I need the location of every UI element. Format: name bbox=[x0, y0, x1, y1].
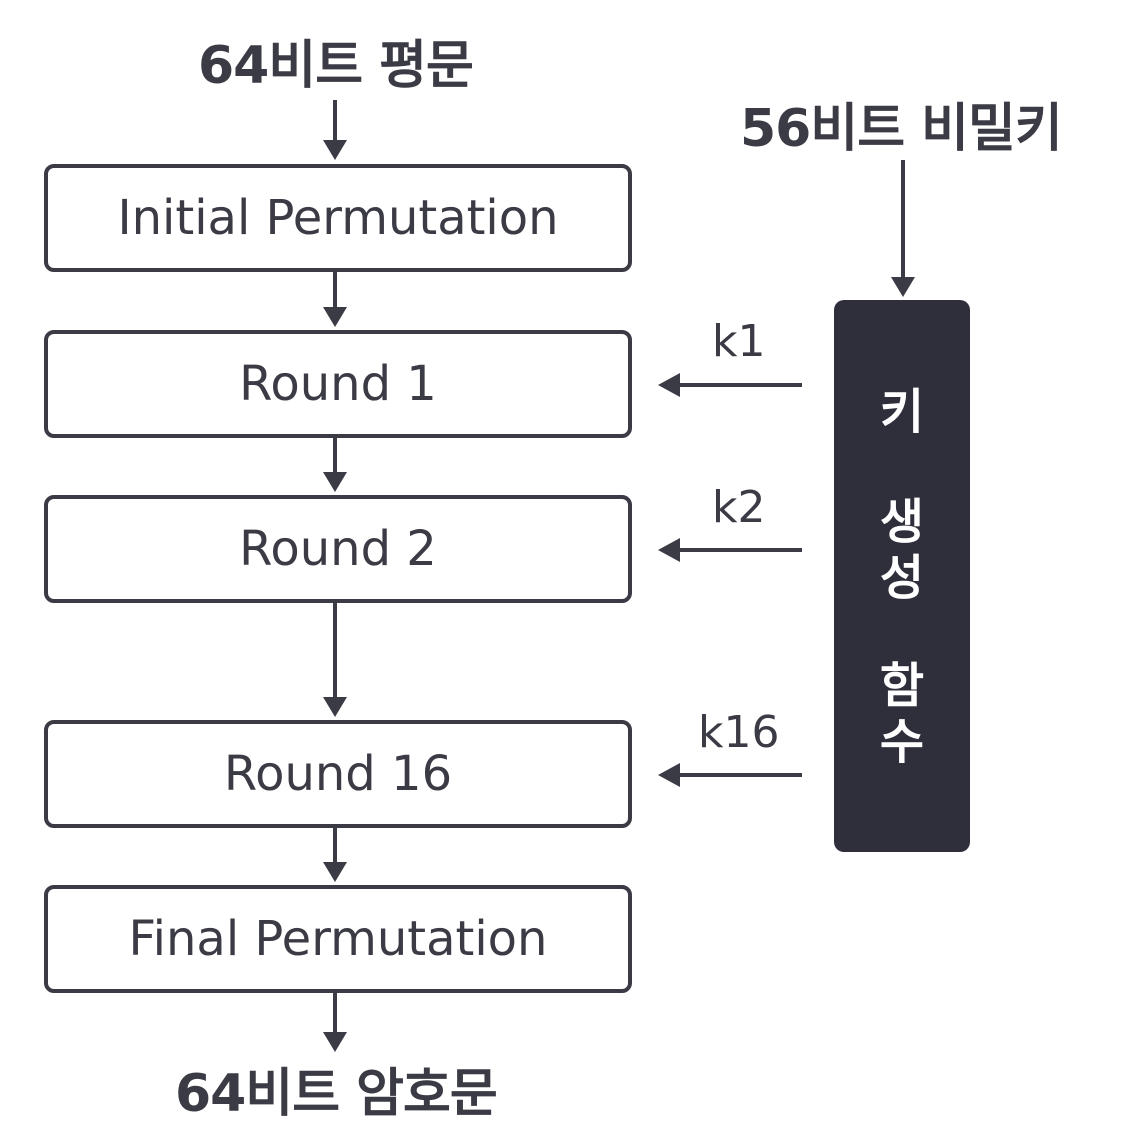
initial-permutation-label: Initial Permutation bbox=[117, 190, 559, 246]
subkey-k1-label: k1 bbox=[712, 316, 766, 367]
key-function-char: 생 bbox=[879, 494, 925, 550]
key-function-char: 함 bbox=[879, 658, 925, 714]
arrowhead bbox=[658, 538, 680, 562]
initial-permutation-box: Initial Permutation bbox=[44, 164, 632, 272]
final-permutation-box: Final Permutation bbox=[44, 885, 632, 993]
arrowhead bbox=[323, 307, 347, 327]
round16-box: Round 16 bbox=[44, 720, 632, 828]
key-function-char: 성 bbox=[879, 550, 925, 606]
output-label: 64비트 암호문 bbox=[175, 1064, 498, 1124]
round2-box: Round 2 bbox=[44, 495, 632, 603]
final-permutation-label: Final Permutation bbox=[128, 911, 548, 967]
arrowhead bbox=[323, 140, 347, 160]
arrowhead bbox=[323, 1032, 347, 1052]
arrowhead bbox=[658, 373, 680, 397]
key-generation-function-box: 키 생 성 함 수 bbox=[834, 300, 970, 852]
arrowhead bbox=[323, 472, 347, 492]
arrowhead bbox=[658, 763, 680, 787]
round1-label: Round 1 bbox=[239, 356, 437, 412]
arrowhead bbox=[323, 862, 347, 882]
arrowhead bbox=[891, 277, 915, 297]
subkey-k2-label: k2 bbox=[712, 482, 766, 533]
round2-label: Round 2 bbox=[239, 521, 437, 577]
subkey-k16-label: k16 bbox=[698, 707, 780, 758]
arrowhead bbox=[323, 697, 347, 717]
round16-label: Round 16 bbox=[223, 746, 453, 802]
key-function-char: 수 bbox=[879, 714, 925, 770]
input-label: 64비트 평문 bbox=[198, 36, 474, 96]
round1-box: Round 1 bbox=[44, 330, 632, 438]
key-label: 56비트 비밀키 bbox=[740, 99, 1063, 159]
key-function-char: 키 bbox=[879, 384, 925, 440]
